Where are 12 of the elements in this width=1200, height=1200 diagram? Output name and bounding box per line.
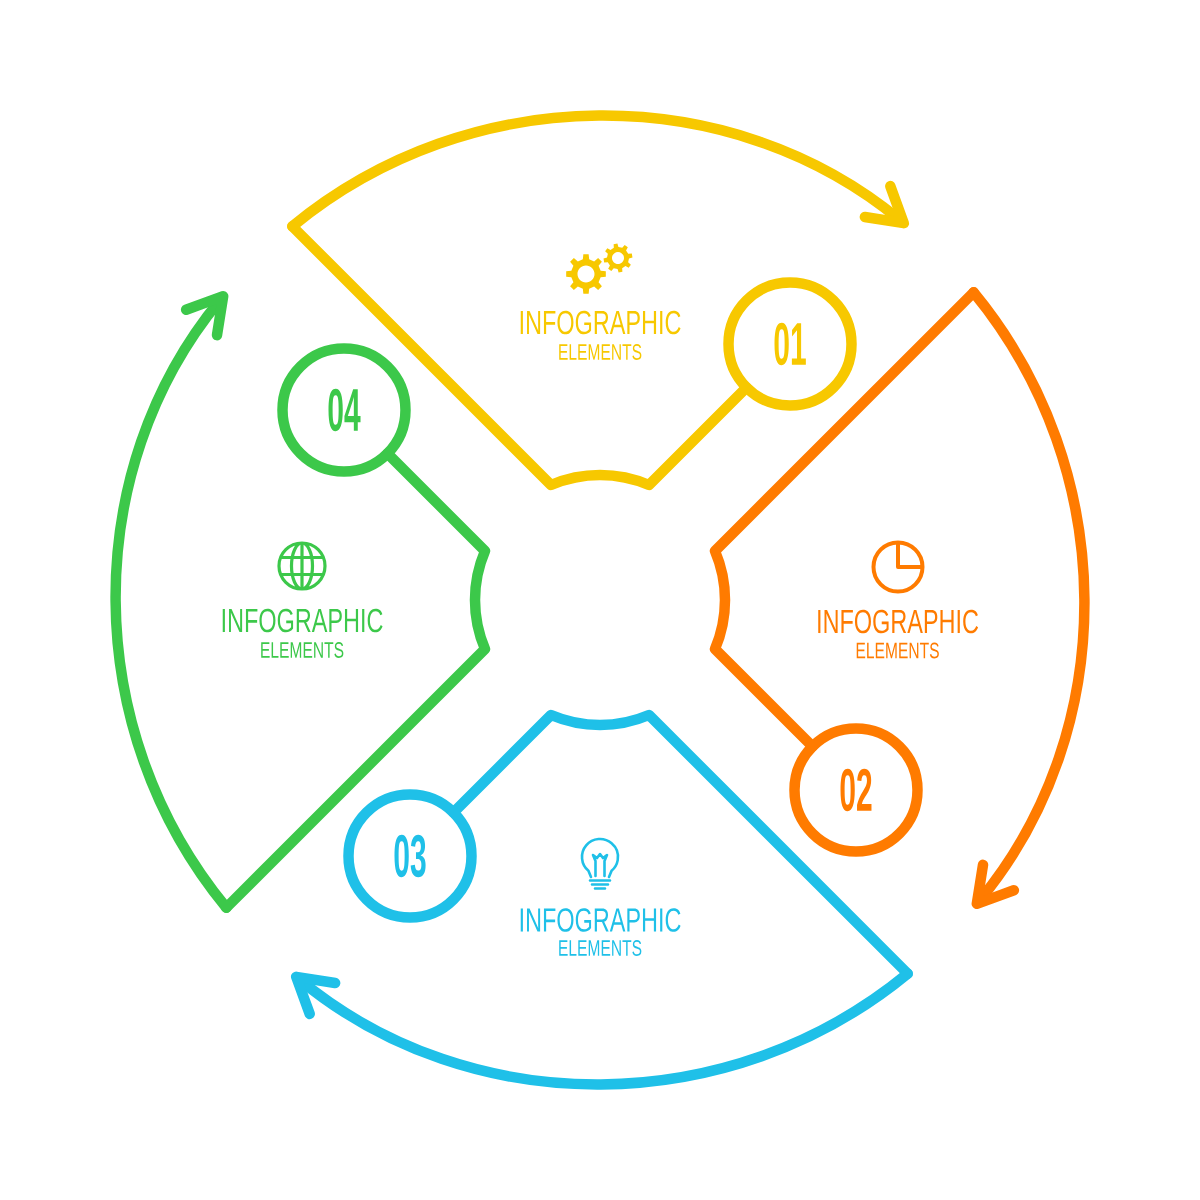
subheading: ELEMENTS — [559, 940, 642, 956]
heading: INFOGRAPHIC — [222, 608, 383, 633]
curved-arrow — [290, 968, 913, 1090]
subheading: ELEMENTS — [261, 642, 344, 658]
heading: INFOGRAPHIC — [520, 310, 681, 335]
heading: INFOGRAPHIC — [520, 908, 681, 932]
curved-arrow — [968, 287, 1090, 910]
curved-arrow — [287, 110, 910, 232]
subheading: ELEMENTS — [856, 642, 939, 659]
subheading: ELEMENTS — [559, 344, 642, 360]
curved-arrow — [110, 290, 232, 913]
heading: INFOGRAPHIC — [818, 609, 979, 634]
